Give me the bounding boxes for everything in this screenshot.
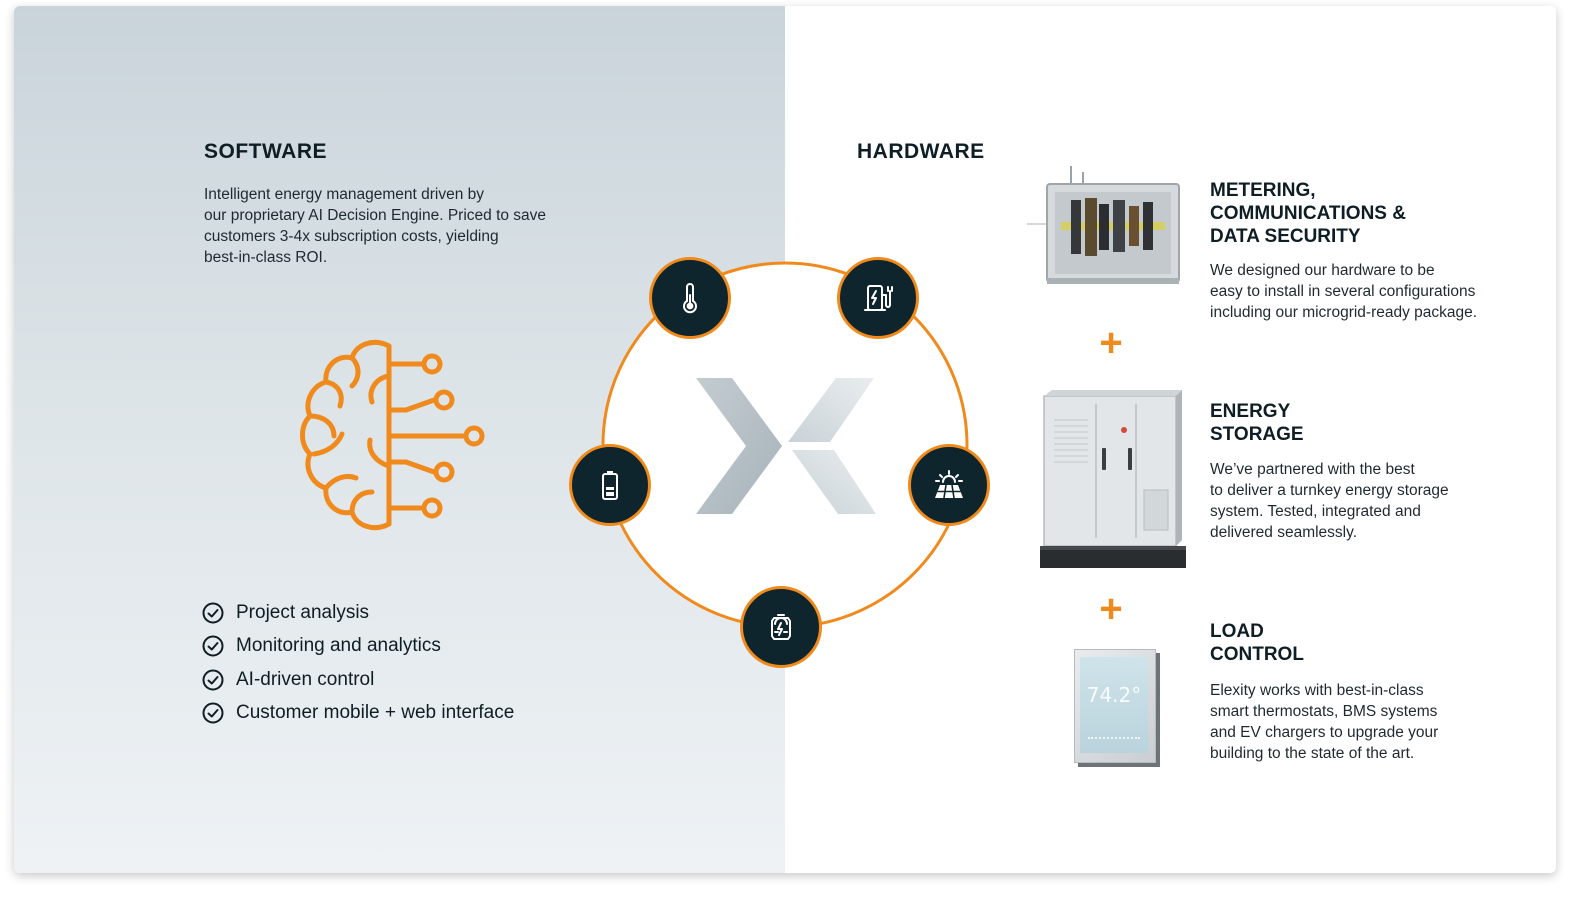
load-control-title-line: LOAD (1210, 621, 1264, 642)
energy-storage-description-line: to deliver a turnkey energy storage (1210, 482, 1449, 499)
energy-storage-description-line: We’ve partnered with the best (1210, 461, 1415, 478)
load-control-description-line: and EV chargers to upgrade your (1210, 724, 1439, 741)
software-description-line: best-in-class ROI. (204, 249, 328, 266)
energy-storage-description-line: delivered seamlessly. (1210, 524, 1358, 541)
ai-brain-icon (300, 340, 485, 530)
node-battery (569, 444, 651, 526)
load-control-description-line: smart thermostats, BMS systems (1210, 703, 1438, 720)
thermometer-icon (683, 283, 697, 314)
software-title: SOFTWARE (204, 140, 327, 163)
plus-separator: + (1099, 321, 1123, 365)
software-description-line: Intelligent energy management driven by (204, 186, 485, 203)
energy-storage-description: We’ve partnered with the best to deliver… (1210, 459, 1449, 543)
brand-logo (696, 378, 876, 514)
hardware-title: HARDWARE (857, 140, 985, 163)
software-description-line: customers 3-4x subscription costs, yield… (204, 228, 499, 245)
software-feature-list: Project analysis Monitoring and analytic… (202, 596, 514, 730)
energy-storage-title-line: STORAGE (1210, 424, 1304, 445)
metering-device-image (1027, 166, 1180, 284)
software-description: Intelligent energy management driven by … (204, 184, 624, 268)
check-circle-icon (202, 702, 224, 724)
plus-separator: + (1099, 587, 1123, 631)
ev-charger-icon (864, 285, 893, 311)
check-circle-icon (202, 602, 224, 624)
main-card: SOFTWARE Intelligent energy management d… (14, 6, 1556, 873)
check-circle-icon (202, 669, 224, 691)
battery-icon (602, 471, 618, 500)
feature-item: AI-driven control (202, 663, 514, 697)
metering-description-line: We designed our hardware to be (1210, 262, 1435, 279)
node-solar-panel (908, 444, 990, 526)
load-control-description: Elexity works with best-in-class smart t… (1210, 680, 1438, 764)
metering-title-line: DATA SECURITY (1210, 226, 1361, 247)
software-description-line: our proprietary AI Decision Engine. Pric… (204, 207, 547, 224)
check-circle-icon (202, 635, 224, 657)
energy-storage-title: ENERGY STORAGE (1210, 400, 1304, 446)
feature-label: Customer mobile + web interface (236, 702, 515, 724)
metering-title-line: COMMUNICATIONS & (1210, 203, 1406, 224)
load-control-title: LOAD CONTROL (1210, 620, 1304, 666)
solar-panel-icon (935, 470, 963, 499)
thermostat-image: 74.2° (1074, 649, 1162, 767)
feature-item: Monitoring and analytics (202, 630, 514, 664)
metering-description: We designed our hardware to be easy to i… (1210, 260, 1477, 323)
metering-title: METERING, COMMUNICATIONS & DATA SECURITY (1210, 179, 1406, 248)
load-control-description-line: building to the state of the art. (1210, 745, 1415, 762)
smart-meter-icon (771, 614, 791, 640)
feature-label: AI-driven control (236, 668, 375, 690)
node-thermometer (649, 257, 731, 339)
metering-description-line: including our microgrid-ready package. (1210, 304, 1478, 321)
thermostat-reading: 74.2° (1086, 683, 1142, 707)
feature-label: Project analysis (236, 601, 370, 623)
metering-title-line: METERING, (1210, 180, 1316, 201)
node-ev-charger (837, 257, 919, 339)
load-control-title-line: CONTROL (1210, 644, 1304, 665)
energy-storage-description-line: system. Tested, integrated and (1210, 503, 1421, 520)
energy-storage-title-line: ENERGY (1210, 401, 1291, 422)
feature-item: Project analysis (202, 596, 514, 630)
feature-item: Customer mobile + web interface (202, 697, 514, 731)
feature-label: Monitoring and analytics (236, 635, 441, 657)
metering-description-line: easy to install in several configuration… (1210, 283, 1476, 300)
energy-storage-image (1040, 390, 1186, 568)
load-control-description-line: Elexity works with best-in-class (1210, 682, 1424, 699)
node-smart-meter (740, 586, 822, 668)
